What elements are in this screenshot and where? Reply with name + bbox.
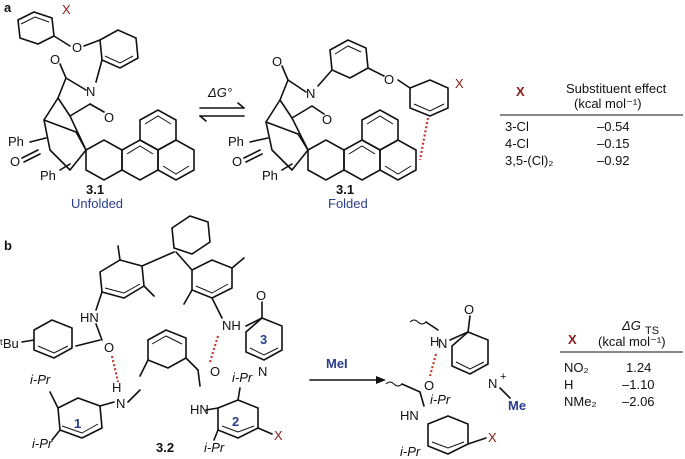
product-amide-h: H (430, 334, 439, 349)
reagent-label: MeI (326, 356, 348, 371)
table-b-header-x: X (568, 332, 577, 347)
molecule-unfolded: X O N O O Ph O Ph 3.1 Unfolded (8, 2, 195, 211)
table-a-header-units: (kcal mol⁻¹) (574, 96, 642, 111)
truncation-wave-bottom (385, 381, 403, 387)
cyclohexane-ring (171, 215, 211, 255)
product-fragment: N H O N + Me O HN i-Pr i-Pr X (385, 302, 526, 459)
isophthalamide-ring (147, 329, 187, 369)
pyridinium-ring (451, 331, 489, 375)
table-b-row-value: –1.10 (622, 377, 655, 392)
table-b-row-x: NO₂ (564, 360, 589, 375)
ring-label-2: 2 (232, 414, 239, 429)
ring-label-1: 1 (74, 416, 81, 431)
molecule-folded: N O O O X Ph O Ph 3.1 Folded (228, 39, 464, 211)
ipr-ring2-bottom: i-Pr (204, 440, 225, 455)
product-amide-o: O (464, 302, 474, 317)
state-label-unfolded: Unfolded (71, 196, 123, 211)
imide-o1-left: O (50, 52, 60, 67)
phenanthrene-ring-4-right (379, 139, 417, 181)
table-b-row-x: NMe₂ (564, 394, 597, 409)
ketone-o-left: O (10, 154, 20, 169)
pyridinium-charge: + (500, 371, 506, 383)
table-a-header-x: X (516, 84, 525, 99)
table-a-header-value: Substituent effect (566, 81, 667, 96)
phenyl-1-left: Ph (8, 134, 24, 149)
pyridine-n: N (258, 364, 267, 379)
substituent-x-left: X (62, 2, 71, 17)
substituent-effect-table: X Substituent effect (kcal mol⁻¹) 3-Cl –… (500, 81, 683, 168)
table-b-header-dg: ΔG (621, 318, 641, 333)
table-b-header-units: (kcal mol⁻¹) (598, 334, 666, 349)
pyridinium-n: N (488, 376, 497, 391)
amide-hn-left: HN (80, 310, 99, 325)
product-core-o: O (424, 378, 434, 393)
substituent-x-right: X (455, 76, 464, 91)
core-amide-o-right: O (210, 364, 220, 379)
table-a-row-value: –0.15 (597, 136, 630, 151)
imide-n-left: N (86, 84, 95, 99)
phenanthrene-ring-1-right (307, 139, 345, 181)
ipr-ring2-top: i-Pr (232, 370, 253, 385)
compound-label-3-2: 3.2 (156, 440, 174, 455)
imide-o1-right: O (272, 54, 282, 69)
truncation-wave-top (409, 319, 427, 325)
amide-nh-right: NH (222, 318, 241, 333)
top-aryl-ring-folded (409, 79, 449, 117)
equilibrium-arrows: ΔG° (199, 85, 245, 122)
table-b-header-sub: TS (645, 325, 659, 337)
compound-label-right: 3.1 (336, 182, 354, 197)
amide-o-right: O (256, 288, 266, 303)
table-a-row-x: 4-Cl (505, 136, 529, 151)
right-xylyl-ring (191, 259, 233, 299)
delta-g-label: ΔG° (207, 85, 232, 100)
table-b-row-value: –2.06 (622, 394, 655, 409)
ring-label-3: 3 (260, 332, 267, 347)
imide-o2-left: O (104, 110, 114, 125)
product-ipr-top: i-Pr (430, 392, 451, 407)
amide-h-left: H (112, 380, 121, 395)
phenyl-2-right: Ph (262, 168, 278, 183)
tbu-phenyl-ring (33, 319, 73, 359)
ether-oxygen-right: O (384, 72, 394, 87)
imide-o2-right: O (322, 112, 332, 127)
substituent-x-ring2: X (274, 428, 283, 443)
table-a-row-x: 3-Cl (505, 119, 529, 134)
phenyl-1-right: Ph (228, 134, 244, 149)
activation-energy-table: X ΔG TS (kcal mol⁻¹) NO₂ 1.24 H –1.10 NM… (560, 318, 683, 409)
phenanthrene-ring-4-left (157, 139, 195, 181)
imide-n-right: N (306, 86, 315, 101)
phenanthrene-ring-1-left (85, 139, 123, 181)
reaction-arrow: MeI (309, 356, 386, 384)
table-a-row-value: –0.92 (597, 153, 630, 168)
state-label-folded: Folded (328, 196, 368, 211)
product-amide-n: N (438, 336, 447, 351)
table-b-row-x: H (564, 377, 573, 392)
tbu-group: ᵗBu (0, 336, 19, 351)
ipr-ring1-bottom: i-Pr (32, 436, 53, 451)
table-b-row-value: 1.24 (626, 360, 651, 375)
ipr-ring1-top: i-Pr (30, 372, 51, 387)
table-a-row-x: 3,5-(Cl)₂ (505, 153, 553, 168)
product-hn: HN (400, 408, 419, 423)
top-aryl-ring (17, 11, 55, 45)
product-ipr-bottom: i-Pr (400, 444, 421, 459)
phenyl-2-left: Ph (40, 168, 56, 183)
ether-oxygen-left: O (72, 40, 82, 55)
panel-a-label: a (4, 0, 12, 15)
product-substituent-x: X (488, 430, 497, 445)
molecule-3-2: HN O ᵗBu NH O 3 N O H N HN (0, 215, 283, 455)
ketone-o-right: O (232, 154, 242, 169)
amide-o-left: O (104, 340, 114, 355)
phenylene-ring-right (329, 39, 369, 79)
panel-b-label: b (4, 238, 12, 253)
pyridine-ring (245, 317, 283, 361)
compound-label-left: 3.1 (86, 182, 104, 197)
amide-hn-right: HN (190, 402, 209, 417)
table-a-row-value: –0.54 (597, 119, 630, 134)
amide-n-left: N (116, 396, 125, 411)
methyl-group: Me (508, 398, 526, 413)
